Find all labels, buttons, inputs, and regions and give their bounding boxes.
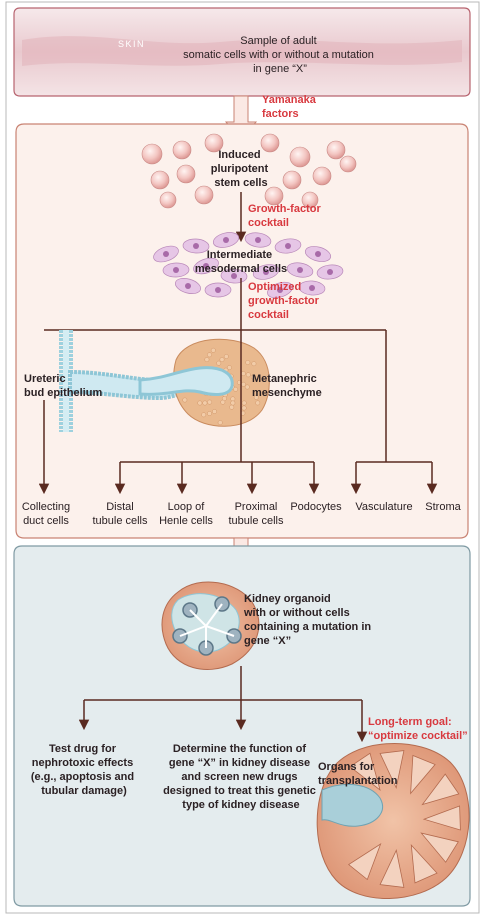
ipsc-label: Induced pluripotent stem cells [211,149,272,189]
mesodermal-cell-cluster [153,232,344,299]
organs-label: Organs for transplantation [318,761,398,787]
intermediate-label: Intermediate mesodermal cells [195,249,287,275]
determine-label: Determine the function of gene “X” in ki… [163,743,319,811]
metanephric-label: Metanephric mesenchyme [252,373,322,399]
process-panel [15,123,469,539]
stem-cell-cluster [141,133,357,209]
podocytes-label: Podocytes [290,501,342,513]
ureteric-label: Ureteric bud epithelium [24,373,102,399]
organoid-label: Kidney organoid with or without cells co… [243,593,374,647]
goal-label: Long-term goal: “optimize cocktail” [368,716,468,742]
ureteric-tip [138,366,234,396]
stroma-label: Stroma [425,501,461,513]
optimized-cocktail-label: Optimized growth-factor cocktail [248,281,322,321]
organoid-illustration [161,581,260,671]
outer-border [5,1,480,914]
test-drug-label: Test drug for nephrotoxic effects (e.g.,… [31,743,137,797]
yamanaka-label: Yamanaka factors [262,94,319,120]
transplant-kidney-illustration [316,742,470,899]
skin-label: SKIN [118,39,145,49]
skin-layer [22,36,462,66]
gf-cocktail-label: Growth-factor cocktail [248,203,324,229]
vasculature-label: Vasculature [355,501,412,513]
sample-text: Sample of adult somatic cells with or wi… [183,35,377,75]
